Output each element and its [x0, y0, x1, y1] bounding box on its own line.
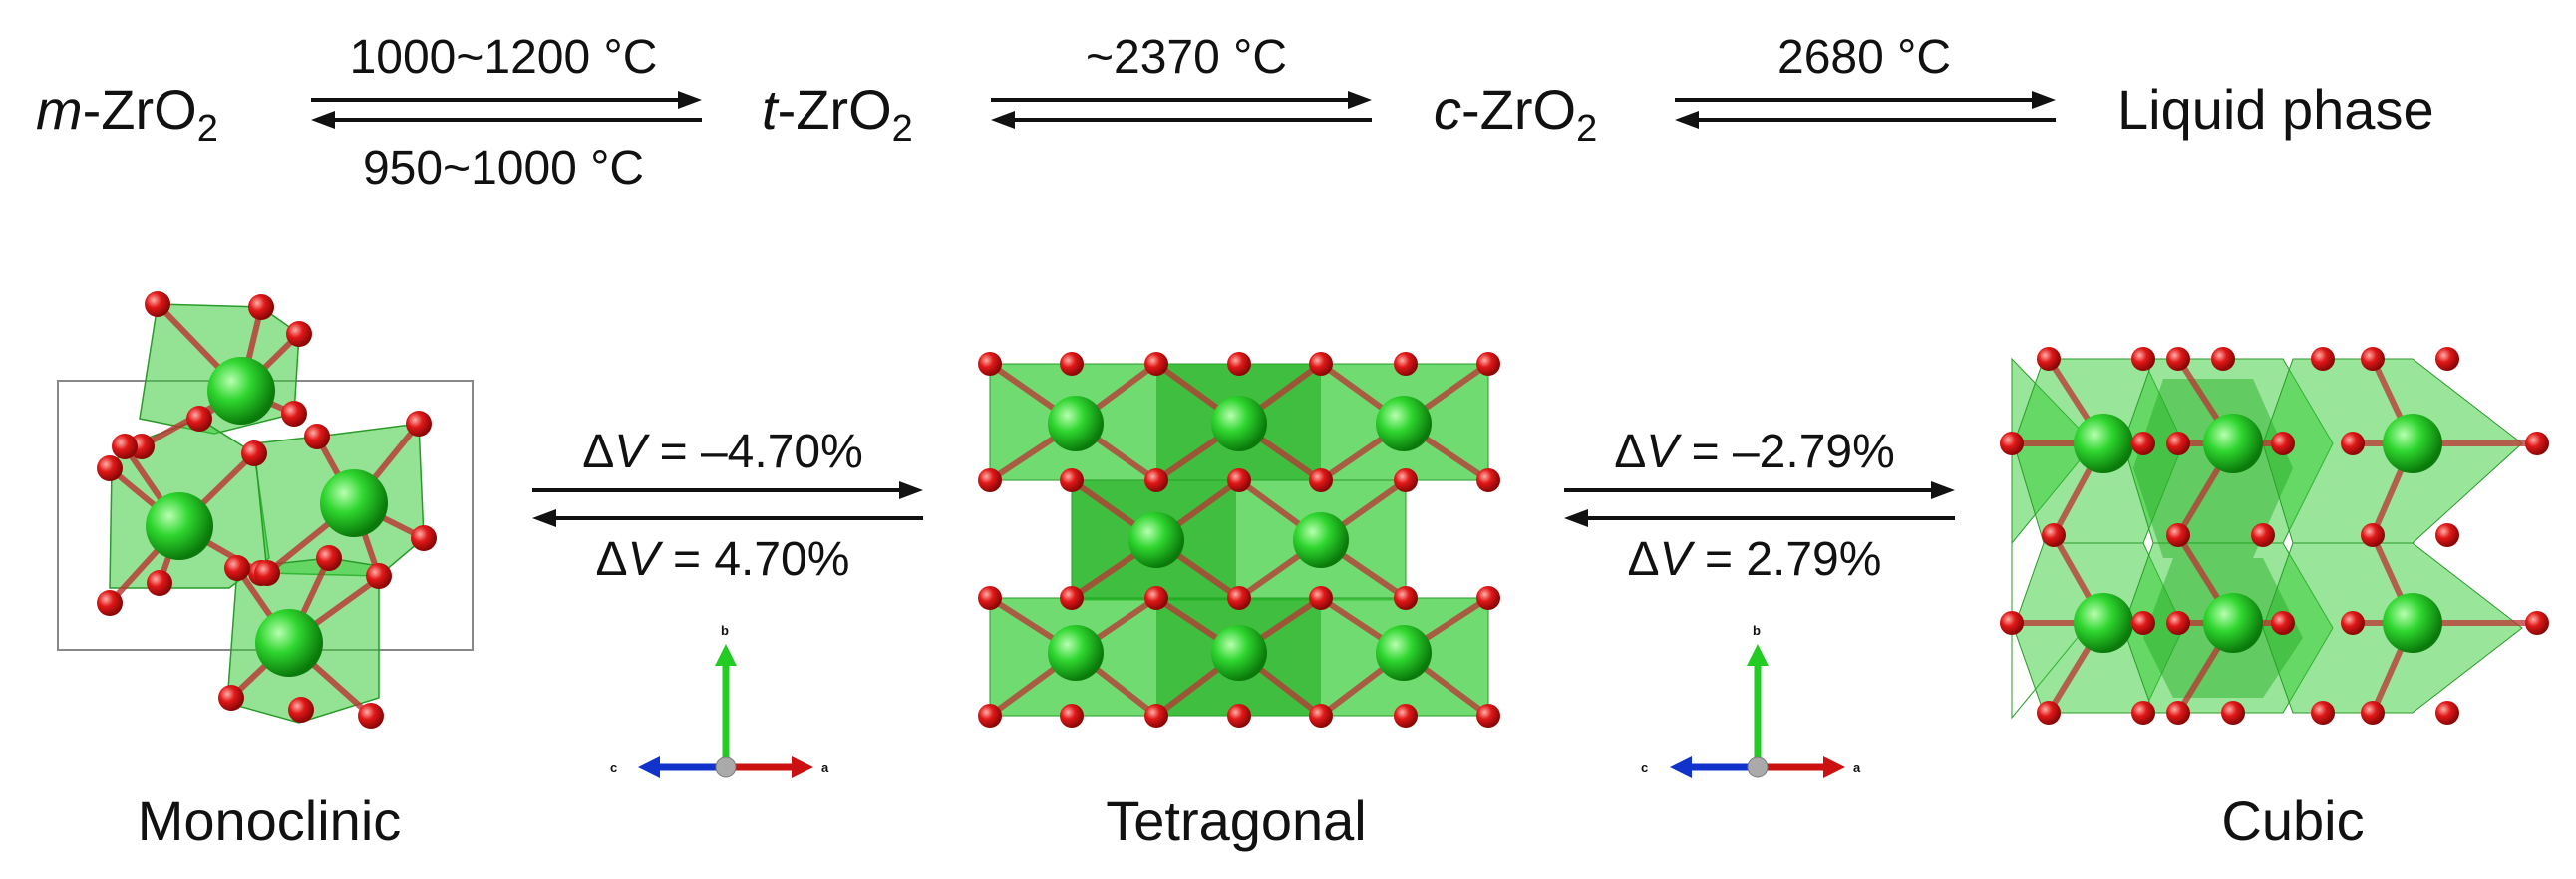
label-monoclinic: Monoclinic	[137, 789, 402, 852]
dv-1-reverse-label: ΔV = 4.70%	[595, 533, 850, 586]
axis-a-label-right: a	[1853, 760, 1861, 775]
tetragonal-structure	[978, 352, 1500, 728]
axis-c-label-right: c	[1641, 760, 1649, 775]
label-tetragonal: Tetragonal	[1106, 789, 1367, 852]
dv-2-reverse-label: ΔV = 2.79%	[1627, 533, 1882, 586]
crystal-axes-icon-left	[638, 644, 813, 778]
transition-3-forward-label: 2680 °C	[1777, 31, 1951, 84]
phase-liquid: Liquid phase	[2117, 78, 2434, 141]
transition-1-arrows	[311, 91, 702, 129]
axis-c-label-left: c	[610, 760, 618, 775]
transition-1-forward-label: 1000~1200 °C	[349, 31, 658, 84]
phase-m-zro2: m-ZrO2	[36, 78, 218, 149]
axis-b-label-left: b	[721, 623, 729, 638]
cubic-structure	[2000, 347, 2549, 725]
transition-2-arrows	[991, 91, 1372, 129]
dv-1-forward-label: ΔV = –4.70%	[582, 426, 863, 478]
axis-b-label-right: b	[1753, 623, 1761, 638]
axis-a-label-left: a	[821, 760, 829, 775]
dv-2-forward-label: ΔV = –2.79%	[1614, 426, 1895, 478]
dv-2-arrows	[1564, 481, 1955, 527]
crystal-axes-icon-right	[1670, 644, 1845, 778]
transition-1-reverse-label: 950~1000 °C	[362, 143, 645, 195]
transition-2-forward-label: ~2370 °C	[1085, 31, 1287, 84]
transition-3-arrows	[1675, 91, 2056, 129]
label-cubic: Cubic	[2221, 789, 2365, 852]
dv-1-arrows	[532, 481, 923, 527]
monoclinic-structure	[57, 291, 474, 729]
phase-t-zro2: t-ZrO2	[762, 78, 913, 149]
phase-c-zro2: c-ZrO2	[1434, 78, 1598, 149]
